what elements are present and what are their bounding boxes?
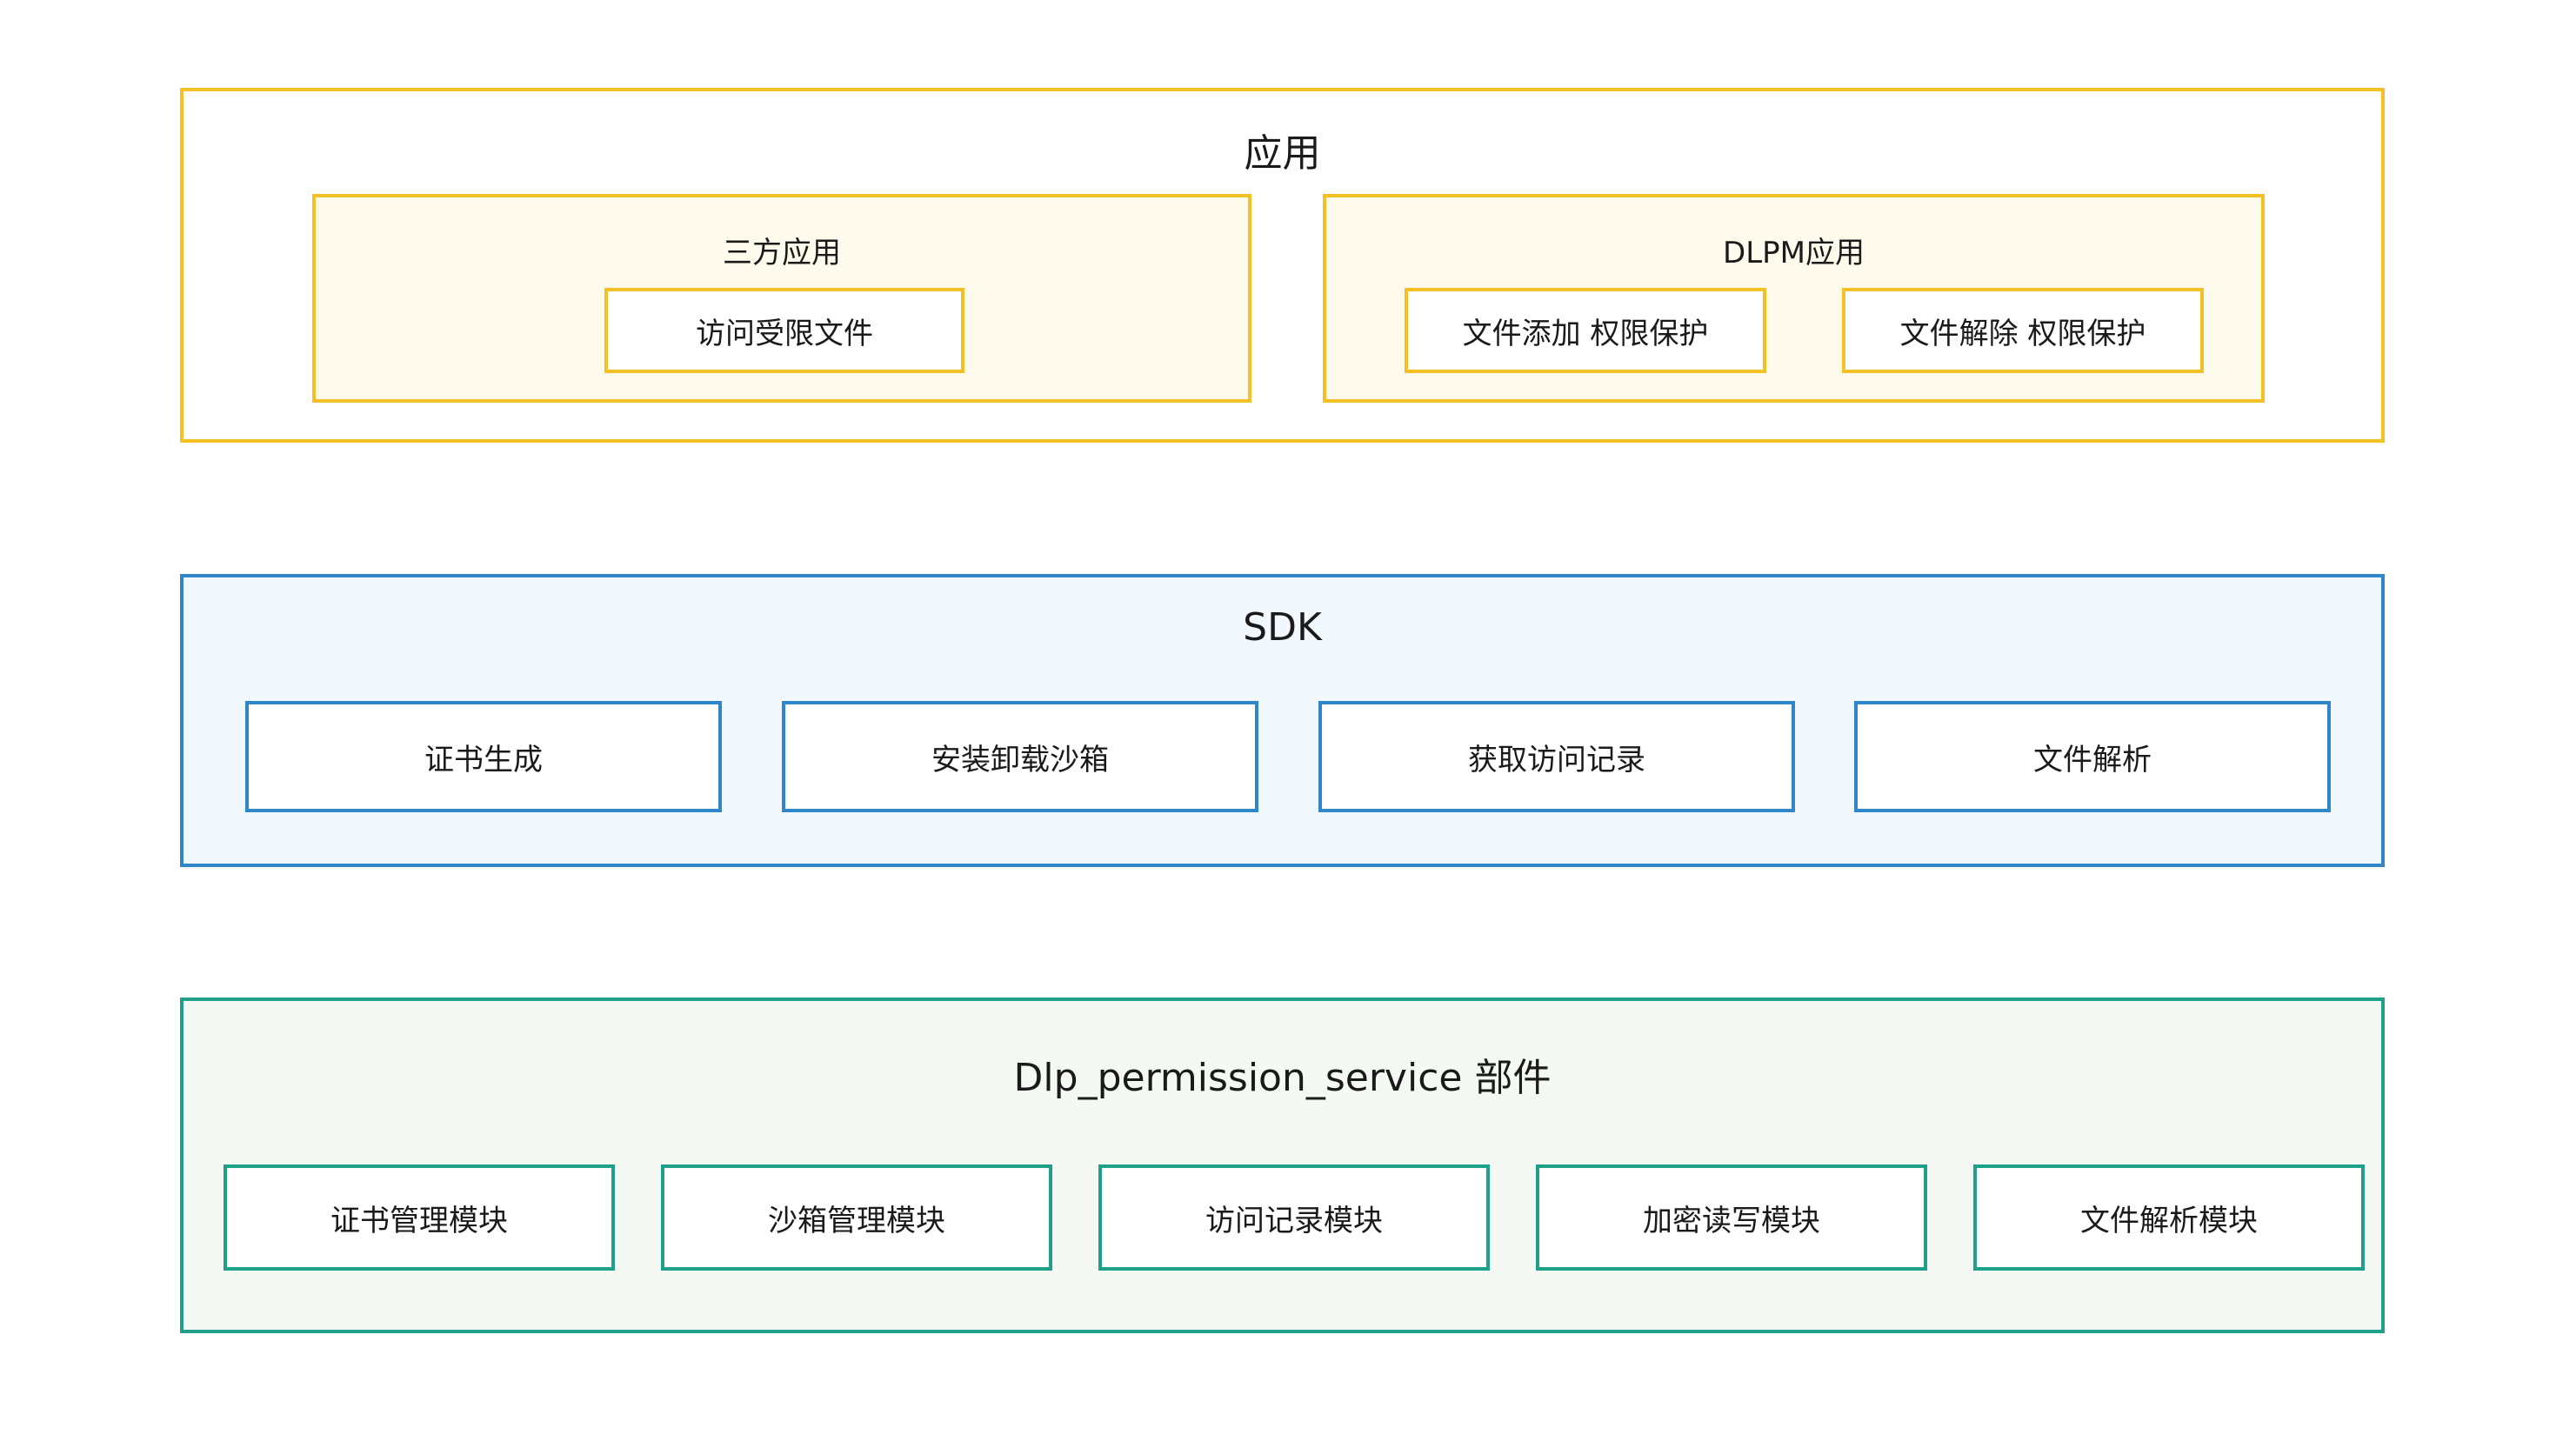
dlpm-app-title: DLPM应用 (1723, 236, 1865, 270)
sdk-layer-title: SDK (1243, 605, 1322, 650)
dlpm-app-group: DLPM应用 文件添加 权限保护 文件解除 权限保护 (1323, 194, 2265, 403)
remove-permission-protection-box: 文件解除 权限保护 (1842, 288, 2204, 373)
sdk-sandbox-install-box: 安装卸载沙箱 (782, 701, 1258, 812)
sdk-access-record-box: 获取访问记录 (1318, 701, 1795, 812)
certificate-management-module: 证书管理模块 (224, 1164, 615, 1271)
file-parse-module: 文件解析模块 (1973, 1164, 2365, 1271)
access-record-module: 访问记录模块 (1098, 1164, 1490, 1271)
third-party-app-title: 三方应用 (723, 236, 841, 270)
encrypted-io-module: 加密读写模块 (1536, 1164, 1927, 1271)
third-party-app-group: 三方应用 访问受限文件 (312, 194, 1251, 403)
application-layer-title: 应用 (1244, 131, 1321, 176)
sdk-certificate-generation-box: 证书生成 (245, 701, 722, 812)
add-permission-protection-box: 文件添加 权限保护 (1405, 288, 1766, 373)
sdk-layer: SDK 证书生成 安装卸载沙箱 获取访问记录 文件解析 (180, 574, 2385, 867)
sandbox-management-module: 沙箱管理模块 (661, 1164, 1052, 1271)
sdk-file-parse-box: 文件解析 (1854, 701, 2331, 812)
service-layer-title: Dlp_permission_service 部件 (1013, 1056, 1552, 1100)
application-layer: 应用 三方应用 访问受限文件 DLPM应用 文件添加 权限保护 文件解除 权限保… (180, 88, 2385, 443)
service-layer: Dlp_permission_service 部件 证书管理模块 沙箱管理模块 … (180, 998, 2385, 1333)
restricted-file-access-box: 访问受限文件 (604, 288, 964, 373)
